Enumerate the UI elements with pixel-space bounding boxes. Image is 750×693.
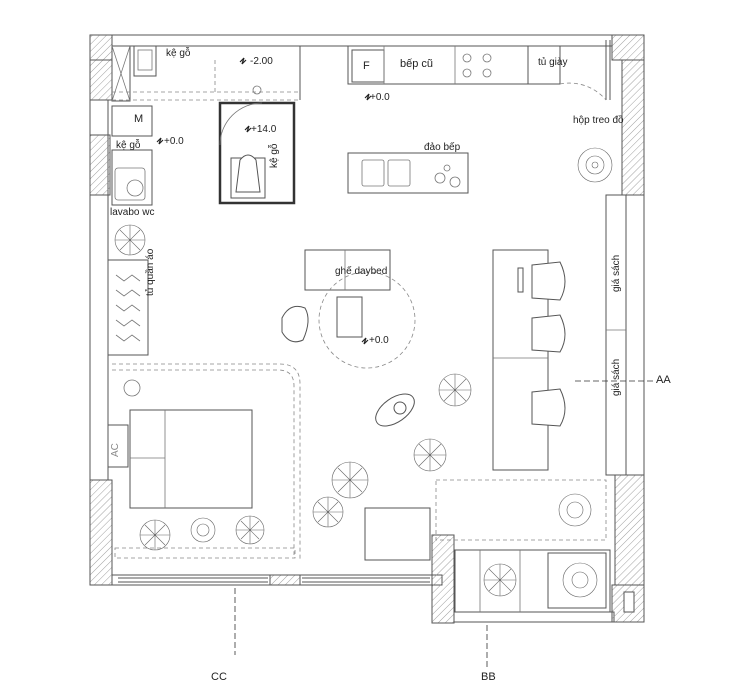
level-center: +0.0: [369, 335, 389, 346]
label-gia-sach-2: giá sách: [611, 358, 622, 396]
label-ke-go-top: kệ gỗ: [166, 48, 191, 59]
level-top: +0.0: [370, 92, 390, 103]
label-tu-giay: tủ giày: [538, 57, 568, 68]
level-left: +0.0: [164, 136, 184, 147]
bed-zone: [107, 363, 301, 560]
section-label-bb: BB: [481, 671, 496, 683]
section-label-cc: CC: [211, 671, 227, 683]
kitchen-counter: [347, 45, 561, 85]
label-bep-cu: bếp cũ: [400, 58, 434, 70]
top-left-storage: [111, 45, 301, 102]
label-gia-sach-1: giá sách: [611, 254, 622, 292]
daybed-area: [281, 249, 416, 369]
label-lavabo-wc: lavabo wc: [110, 207, 155, 218]
label-ke-go-left: kệ gỗ: [116, 140, 141, 151]
level-wc: +14.0: [251, 124, 277, 135]
level-markers: [156, 57, 372, 345]
label-ke-go-wc: kệ gỗ: [269, 143, 280, 168]
label-dao-bep: đảo bếp: [424, 142, 461, 153]
desk-area: [492, 194, 627, 476]
kitchen-island: [347, 152, 469, 194]
balcony: [364, 479, 611, 613]
level-minus-2: -2.00: [250, 56, 273, 67]
wc-room: [111, 101, 296, 206]
section-lines: [234, 380, 655, 668]
plants: [114, 147, 613, 598]
outer-walls: [89, 34, 645, 624]
person-figure: [375, 393, 415, 427]
label-tu-quan-ao: tủ quần áo: [145, 248, 156, 296]
label-ghe-daybed: ghế daybed: [335, 266, 388, 277]
label-hop-treo-do: hộp treo đồ: [573, 115, 624, 126]
label-fridge: F: [363, 60, 370, 72]
section-label-aa: AA: [656, 374, 671, 386]
label-ac: AC: [110, 443, 121, 457]
label-washer: M: [134, 113, 144, 125]
entry-door: [559, 40, 611, 101]
wardrobe: [107, 259, 149, 356]
